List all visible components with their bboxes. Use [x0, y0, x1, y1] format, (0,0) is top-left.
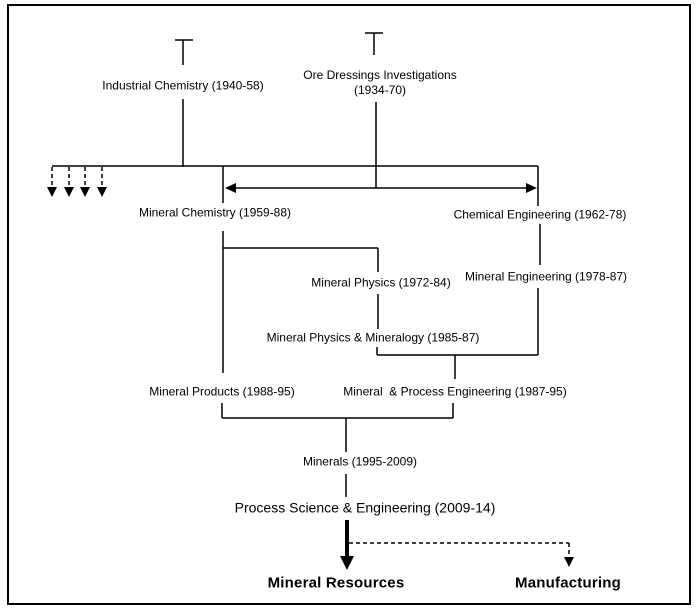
- node-industrial-chemistry-text: Industrial Chemistry (1940-58): [102, 78, 264, 93]
- spinoff-arrowhead-4-icon: [97, 187, 107, 197]
- manufacturing-arrowhead-icon: [564, 557, 574, 567]
- node-minerals-text: Minerals (1995-2009): [302, 454, 418, 469]
- spinoff-arrowhead-2-icon: [64, 187, 74, 197]
- node-ore-dressings-investigations-text-1: Ore Dressings Investigations: [303, 68, 457, 82]
- node-mineral-resources-text: Mineral Resources: [267, 574, 405, 592]
- node-mineral-engineering-text: Mineral Engineering (1978-87): [464, 269, 628, 284]
- node-mineral-products: Mineral Products (1988-95): [149, 385, 294, 400]
- node-minerals: Minerals (1995-2009): [303, 455, 417, 470]
- node-ore-dressings-investigations-text-2: (1934-70): [353, 83, 407, 97]
- node-mineral-chemistry: Mineral Chemistry (1959-88): [139, 206, 291, 221]
- node-chemical-engineering-text: Chemical Engineering (1962-78): [453, 207, 627, 222]
- node-process-science-engineering-text: Process Science & Engineering (2009-14): [234, 499, 496, 516]
- exchange-right-arrowhead-icon: [526, 183, 537, 193]
- node-mineral-engineering: Mineral Engineering (1978-87): [465, 270, 627, 285]
- node-ore-dressings-investigations: Ore Dressings Investigations(1934-70): [303, 68, 456, 98]
- node-mineral-products-text: Mineral Products (1988-95): [149, 384, 295, 399]
- spinoff-arrowhead-3-icon: [80, 187, 90, 197]
- node-mineral-process-engineering: Mineral & Process Engineering (1987-95): [343, 385, 566, 400]
- spinoff-arrowhead-1-icon: [47, 187, 57, 197]
- legacy-arrowhead-icon: [340, 556, 354, 570]
- node-industrial-chemistry: Industrial Chemistry (1940-58): [102, 79, 263, 94]
- node-mineral-physics: Mineral Physics (1972-84): [311, 276, 450, 291]
- node-chemical-engineering: Chemical Engineering (1962-78): [454, 208, 627, 223]
- node-mineral-physics-mineralogy: Mineral Physics & Mineralogy (1985-87): [267, 331, 480, 346]
- node-manufacturing-text: Manufacturing: [515, 574, 621, 592]
- node-process-science-engineering: Process Science & Engineering (2009-14): [234, 499, 496, 516]
- node-manufacturing: Manufacturing: [515, 576, 621, 591]
- node-mineral-chemistry-text: Mineral Chemistry (1959-88): [138, 205, 292, 220]
- figure-border: [7, 4, 691, 605]
- node-mineral-resources: Mineral Resources: [268, 576, 405, 591]
- node-mineral-process-engineering-text: Mineral & Process Engineering (1987-95): [343, 384, 567, 399]
- exchange-left-arrowhead-icon: [225, 183, 236, 193]
- node-mineral-physics-text: Mineral Physics (1972-84): [311, 275, 451, 290]
- node-mineral-physics-mineralogy-text: Mineral Physics & Mineralogy (1985-87): [266, 330, 480, 345]
